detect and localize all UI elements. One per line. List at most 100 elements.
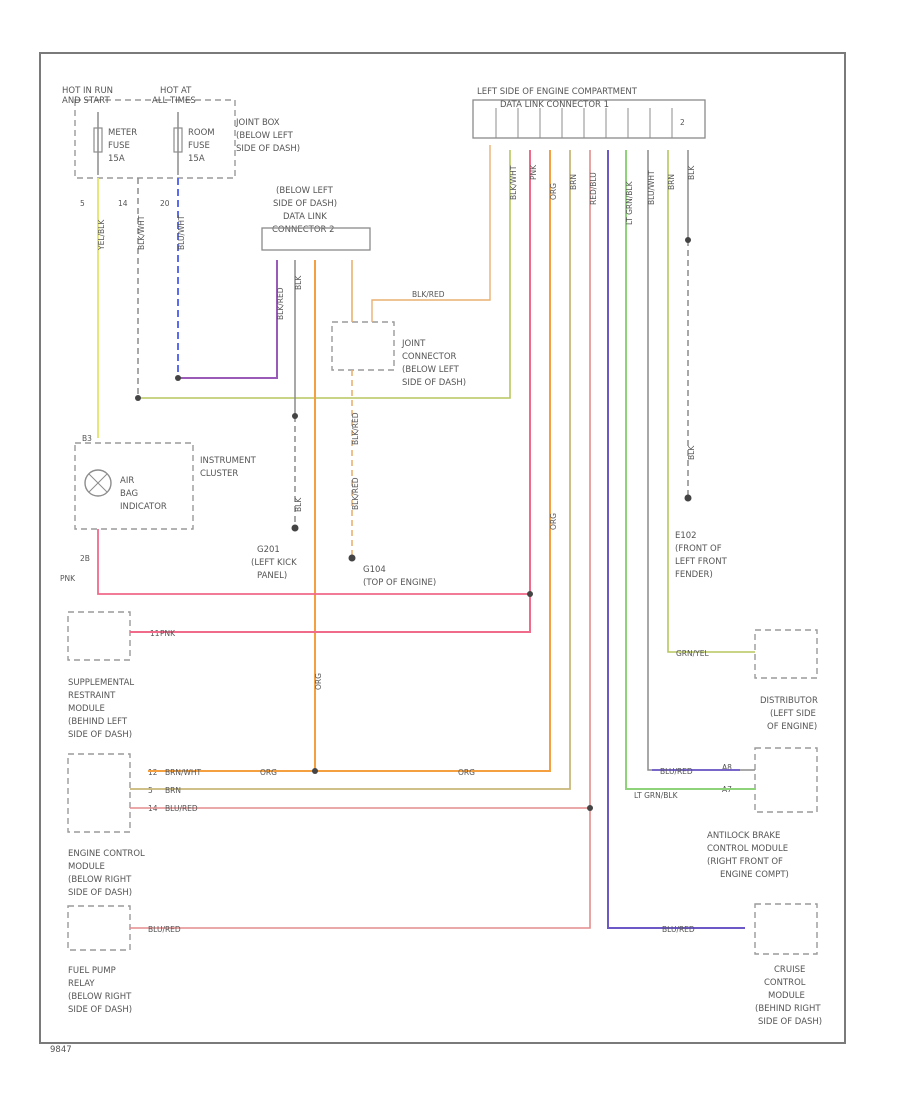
wire-grn-yel-distributor — [667, 150, 755, 653]
wire-label-org-vert-2: ORG — [314, 673, 323, 690]
ecm-label-4: SIDE OF DASH) — [68, 888, 132, 898]
dlc1-box — [472, 99, 706, 139]
air-bag-label-3: INDICATOR — [120, 502, 167, 512]
room-fuse-element — [173, 127, 183, 153]
lamp-cross-2 — [88, 473, 108, 493]
dlc2-label-3: DATA LINK — [283, 212, 327, 222]
wire-pnk-srs — [130, 150, 531, 633]
dlc2-label-2: SIDE OF DASH) — [273, 199, 337, 209]
g-top-engine-label-1: G104 — [363, 565, 386, 575]
meter-fuse-element — [93, 127, 103, 153]
g-fender-label-3: LEFT FRONT — [675, 557, 728, 567]
wire-label-dlc1-8: BRN — [667, 174, 676, 190]
dlc2-label-1: (BELOW LEFT — [276, 186, 334, 196]
wire-label-brn-h: BRN — [165, 786, 181, 795]
ground-top-engine: G104 (TOP OF ENGINE) — [363, 565, 436, 588]
data-link-connector-1: LEFT SIDE OF ENGINE COMPARTMENT DATA LIN… — [472, 87, 706, 139]
g-left-kick-label-2: (LEFT KICK — [251, 558, 297, 568]
ground-dot-g201 — [291, 524, 299, 532]
wire-org-dlc1 — [315, 150, 551, 772]
room-fuse-label-2: FUSE — [188, 141, 210, 151]
ground-dot-g104 — [348, 554, 356, 562]
distributor: DISTRIBUTOR (LEFT SIDE OF ENGINE) — [754, 629, 818, 732]
g-top-engine-label-2: (TOP OF ENGINE) — [363, 578, 436, 588]
splice-dot — [135, 395, 141, 401]
g-fender-label-2: (FRONT OF — [675, 544, 722, 554]
wire-label-org-h1: ORG — [260, 768, 277, 777]
srs-module: SUPPLEMENTAL RESTRAINT MODULE (BEHIND LE… — [67, 611, 160, 740]
ecm-label-3: (BELOW RIGHT — [68, 875, 132, 885]
instrument-cluster: INSTRUMENT CLUSTER AIR BAG INDICATOR B3 … — [74, 434, 257, 563]
wire-label-blu-red-cruise: BLU/RED — [662, 925, 695, 934]
wire-label-blk-wht: BLK/WHT — [137, 215, 146, 250]
dlc2-box — [261, 227, 371, 251]
cruise-label-3: MODULE — [768, 991, 805, 1001]
g-fender-label-4: FENDER) — [675, 570, 713, 580]
wire-label-dlc1-3: ORG — [549, 183, 558, 200]
wire-label-blk-1: BLK — [294, 275, 303, 290]
wire-blk-grn — [138, 150, 511, 399]
fuel-pump-relay: FUEL PUMP RELAY (BELOW RIGHT SIDE OF DAS… — [67, 905, 132, 1015]
wire-label-dlc1-6: LT GRN/BLK — [625, 180, 634, 225]
srs-label-3: MODULE — [68, 704, 105, 714]
joint-box-label-1: JOINT BOX — [235, 118, 280, 128]
wire-label-e102: BLK — [687, 445, 696, 460]
splice-dot — [685, 237, 691, 243]
dlc1-name-label: DATA LINK CONNECTOR 1 — [500, 100, 609, 110]
wires — [97, 145, 755, 929]
wire-label-blk-red-2: BLK/RED — [351, 412, 360, 445]
splice-dot — [527, 591, 533, 597]
dlc1-location-label: LEFT SIDE OF ENGINE COMPARTMENT — [477, 87, 638, 97]
abs-box — [754, 747, 818, 813]
wire-blu-red-cruise — [607, 150, 745, 929]
fuse-hot-run-label-2: AND START — [62, 96, 110, 106]
fuse-hot-all-label: HOT AT — [160, 86, 192, 96]
wire-label-blk-red-3: BLK/RED — [351, 477, 360, 510]
ecm-pin-5: 5 — [148, 786, 153, 795]
g-fender-label-1: E102 — [675, 531, 697, 541]
fuse-pin-c: 20 — [160, 199, 170, 208]
wire-red-blu — [130, 150, 591, 929]
fpr-label-3: (BELOW RIGHT — [68, 992, 132, 1002]
srs-module-box — [67, 611, 131, 661]
wire-blk-red-purple — [178, 260, 278, 379]
fuel-pump-relay-box — [67, 905, 131, 951]
wire-blk-org-dlc1 — [371, 145, 491, 322]
joint-box-label-2: (BELOW LEFT — [236, 131, 294, 141]
joint-connector-label-1: JOINT — [401, 339, 426, 349]
wire-label-grn-yel: GRN/YEL — [676, 649, 709, 658]
air-bag-label-2: BAG — [120, 489, 138, 499]
g-left-kick-label-3: PANEL) — [257, 571, 287, 581]
wire-label-dlc1-4: BRN — [569, 174, 578, 190]
wire-labels: YEL/BLK BLK/WHT BLU/WHT BLK/RED BLK BLK … — [60, 164, 709, 934]
fuse-pin-a: 5 — [80, 199, 85, 208]
wire-label-blk-org: BLK/RED — [412, 290, 445, 299]
instrument-cluster-label-1: INSTRUMENT — [200, 456, 257, 466]
instrument-cluster-box — [74, 442, 194, 530]
joint-connector-label-2: CONNECTOR — [402, 352, 457, 362]
ecm-label-2: MODULE — [68, 862, 105, 872]
cruise-label-5: SIDE OF DASH) — [758, 1017, 822, 1027]
srs-label-4: (BEHIND LEFT — [68, 717, 128, 727]
splice-dot — [587, 805, 593, 811]
room-fuse-label-1: ROOM — [188, 128, 215, 138]
srs-label-5: SIDE OF DASH) — [68, 730, 132, 740]
splice-dot — [175, 375, 181, 381]
cruise-label-1: CRUISE — [774, 965, 805, 975]
wire-label-lt-grn-abs: LT GRN/BLK — [634, 791, 679, 800]
abs-label-1: ANTILOCK BRAKE — [707, 831, 780, 841]
diagram-code: 9847 — [50, 1045, 72, 1055]
wire-label-dlc1-5: RED/BLU — [589, 172, 598, 205]
cruise-label-4: (BEHIND RIGHT — [755, 1004, 821, 1014]
cruise-box — [754, 903, 818, 955]
splice-points — [135, 237, 692, 811]
wire-blu-wht-abs — [647, 150, 755, 771]
dlc2-label-4: CONNECTOR 2 — [272, 225, 335, 235]
air-bag-pin-in: B3 — [82, 434, 92, 443]
splice-dot — [312, 768, 318, 774]
wire-label-dlc1-9: BLK — [687, 165, 696, 180]
fpr-label-2: RELAY — [68, 979, 95, 989]
dlc1-pin-dividers — [495, 108, 673, 138]
dlc1-pin-label: 2 — [680, 118, 685, 127]
diagram-frame — [39, 52, 846, 1044]
